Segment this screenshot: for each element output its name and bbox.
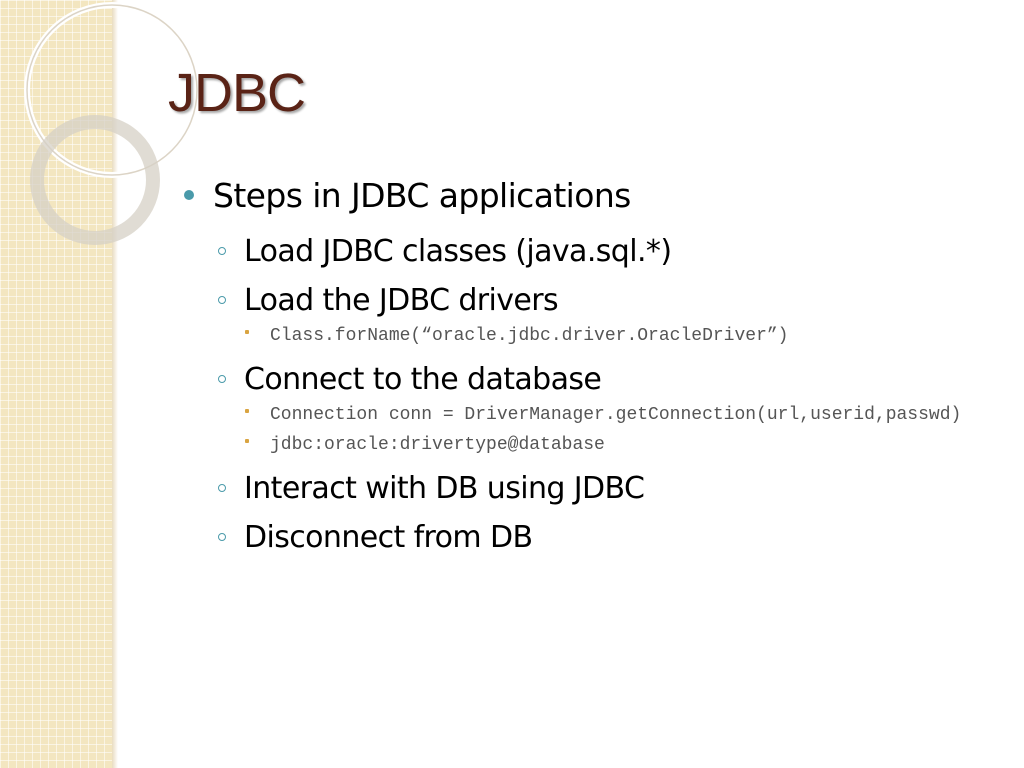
bullet-text: Steps in JDBC applications [213, 176, 631, 215]
square-bullet-icon [245, 439, 249, 443]
decorative-ring-large-outline [26, 4, 198, 176]
bullet-list: Steps in JDBC applications Load JDBC cla… [184, 170, 984, 557]
code-text: jdbc:oracle:drivertype@database [270, 435, 605, 455]
ring-bullet-icon [218, 484, 226, 492]
bullet-text: Disconnect from DB [244, 520, 533, 555]
side-panel-edge [112, 0, 118, 768]
bullet-text: Interact with DB using JDBC [244, 471, 645, 506]
square-bullet-icon [245, 330, 249, 334]
bullet-item-level2: Load the JDBC drivers [184, 282, 984, 320]
square-bullet-icon [245, 409, 249, 413]
ring-bullet-icon [218, 296, 226, 304]
bullet-item-level2: Load JDBC classes (java.sql.*) [184, 233, 984, 271]
bullet-text: Load the JDBC drivers [244, 283, 559, 318]
decorative-ring-small [30, 115, 160, 245]
bullet-item-level2: Interact with DB using JDBC [184, 470, 984, 508]
bullet-item-level1: Steps in JDBC applications [184, 170, 984, 222]
ring-bullet-icon [218, 247, 226, 255]
bullet-text: Connect to the database [244, 362, 602, 397]
code-text: Class.forName(“oracle.jdbc.driver.Oracle… [270, 326, 789, 346]
ring-bullet-icon [218, 533, 226, 541]
slide-title: JDBC [168, 63, 306, 123]
bullet-item-level2: Connect to the database [184, 361, 984, 399]
code-text: Connection conn = DriverManager.getConne… [270, 405, 962, 425]
bullet-item-level3: Class.forName(“oracle.jdbc.driver.Oracle… [184, 322, 984, 350]
bullet-item-level2: Disconnect from DB [184, 519, 984, 557]
bullet-text: Load JDBC classes (java.sql.*) [244, 234, 672, 269]
bullet-item-level3: Connection conn = DriverManager.getConne… [184, 401, 984, 429]
decorative-rings [24, 2, 200, 245]
filled-bullet-icon [184, 190, 194, 200]
bullet-item-level3: jdbc:oracle:drivertype@database [184, 431, 984, 459]
ring-bullet-icon [218, 375, 226, 383]
